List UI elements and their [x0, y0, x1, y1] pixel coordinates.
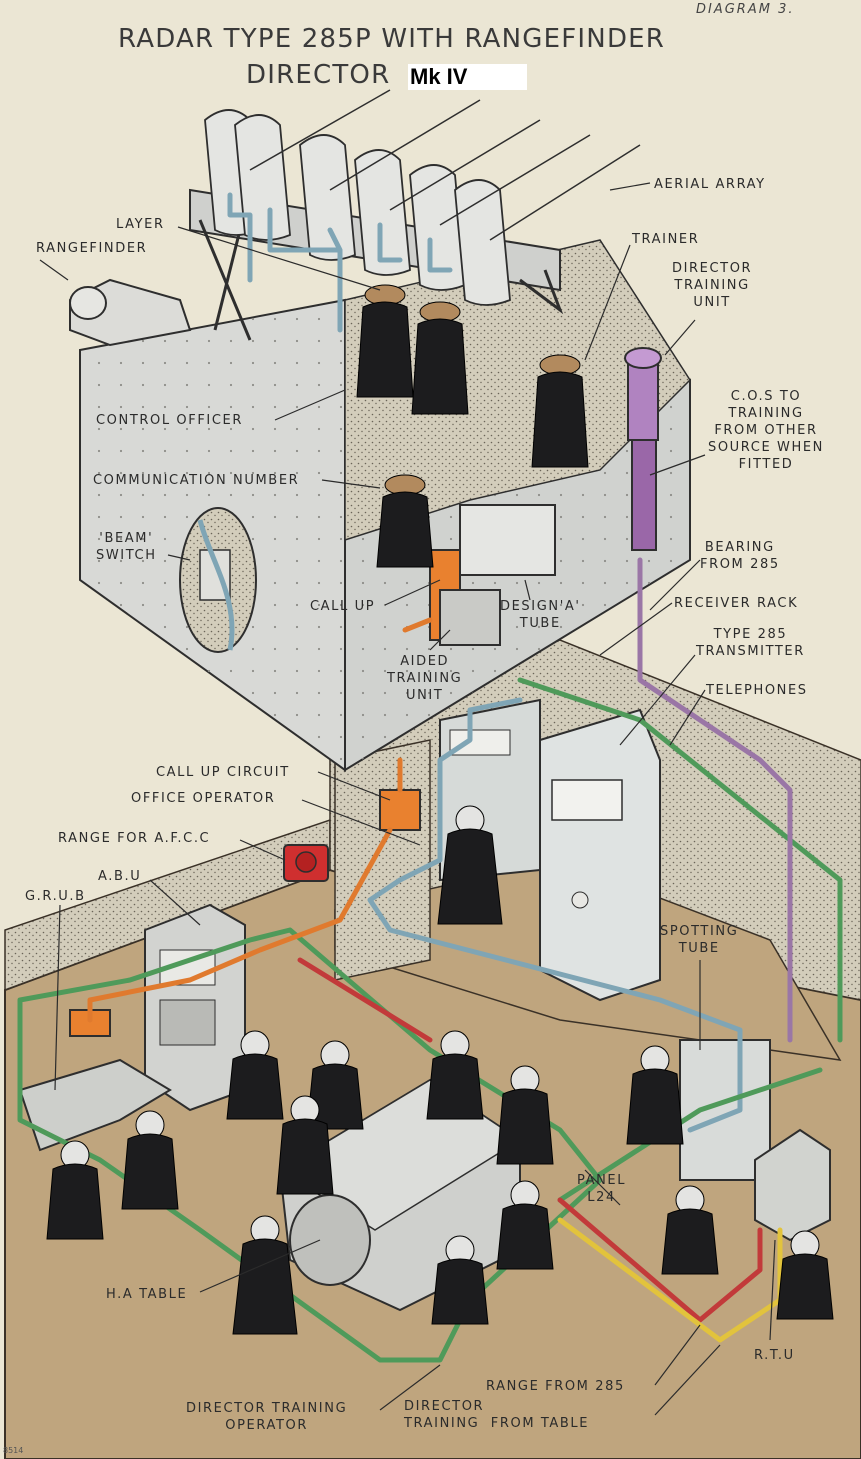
label-design-a-tube: DESIGN'A' TUBE [500, 599, 581, 631]
label-receiver-rack: RECEIVER RACK [674, 596, 799, 611]
label-rtu: R.T.U [754, 1348, 795, 1363]
label-spotting-tube: SPOTTING TUBE [660, 924, 739, 956]
rtu-console [754, 1128, 831, 1242]
label-type-285-transmitter: TYPE 285 TRANSMITTER [696, 627, 805, 659]
director-training-unit [624, 347, 662, 551]
label-director-training-from-table: DIRECTOR TRAINING FROM TABLE [404, 1399, 590, 1431]
abu-cabinet [144, 903, 246, 1112]
spotting-tube-rack [679, 1039, 771, 1181]
label-grub: G.R.U.B [25, 889, 86, 904]
leader-lines [39, 182, 776, 1416]
corner-mark: 8514 [3, 1446, 24, 1455]
title-line-2: DIRECTOR [246, 60, 391, 90]
label-trainer: TRAINER [632, 232, 700, 247]
label-aided-training-unit: AIDED TRAINING UNIT [387, 654, 463, 703]
label-bearing-from-285: BEARING FROM 285 [700, 540, 780, 572]
label-communication-number: COMMUNICATION NUMBER [93, 473, 300, 488]
label-rangefinder: RANGEFINDER [36, 241, 148, 256]
support-column [334, 739, 431, 981]
label-range-from-285: RANGE FROM 285 [486, 1379, 625, 1394]
label-telephones: TELEPHONES [706, 683, 808, 698]
label-director-training-unit: DIRECTOR TRAINING UNIT [672, 261, 753, 310]
label-layer: LAYER [116, 217, 165, 232]
grub-desk [18, 1058, 172, 1152]
title-line-1: RADAR TYPE 285P WITH RANGEFINDER [118, 24, 666, 54]
label-call-up: CALL UP [310, 599, 376, 614]
label-aerial-array: AERIAL ARRAY [654, 177, 766, 192]
label-control-officer: CONTROL OFFICER [96, 413, 243, 428]
call-up-circuit-box [379, 789, 421, 831]
label-director-training-operator: DIRECTOR TRAINING OPERATOR [186, 1401, 348, 1433]
title-mark: Mk IV [408, 64, 528, 90]
design-a-tube [459, 504, 556, 576]
label-cos-to-training: C.O.S TO TRAINING FROM OTHER SOURCE WHEN… [708, 389, 824, 472]
diagram-number: DIAGRAM 3. [696, 2, 795, 17]
label-panel-l24: PANEL L24 [577, 1173, 627, 1205]
label-office-operator: OFFICE OPERATOR [131, 791, 276, 806]
label-beam-switch: 'BEAM' SWITCH [96, 531, 157, 563]
transmitter-rack [539, 708, 661, 1002]
aerial-array [189, 89, 641, 341]
label-abu: A.B.U [98, 869, 142, 884]
label-ha-table: H.A TABLE [106, 1287, 188, 1302]
label-range-for-afcc: RANGE FOR A.F.C.C [58, 831, 211, 846]
sailors [46, 284, 834, 1335]
label-call-up-circuit: CALL UP CIRCUIT [156, 765, 290, 780]
